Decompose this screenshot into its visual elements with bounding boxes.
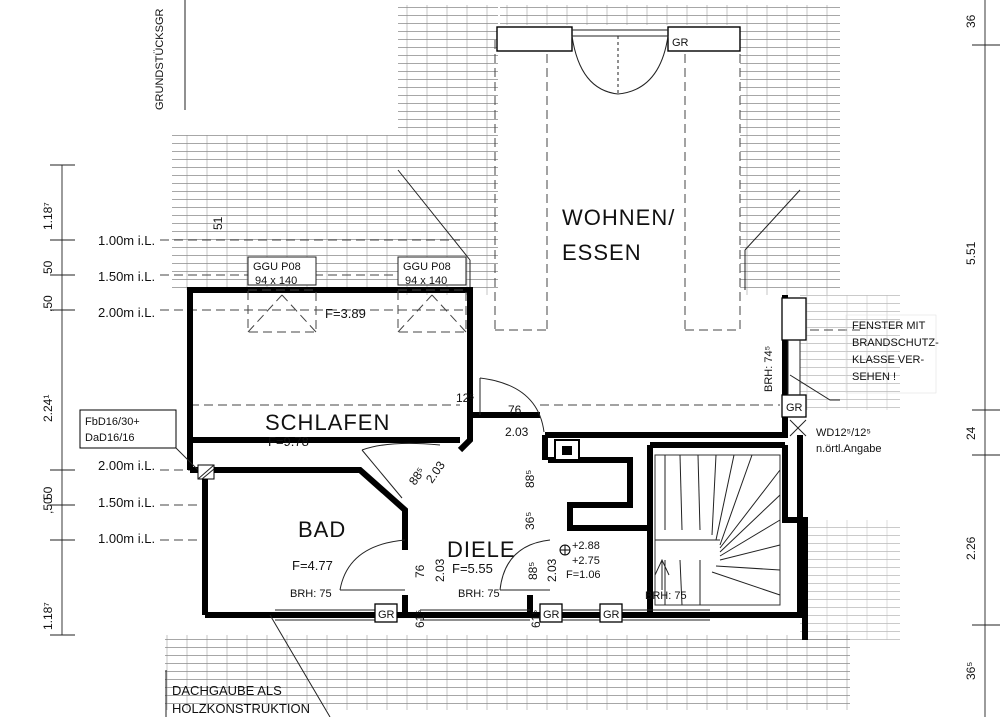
essen-label: ESSEN xyxy=(562,240,642,265)
bad-area: F=4.77 xyxy=(292,558,333,573)
brh-bad: BRH: 75 xyxy=(290,588,332,600)
dim-left-6: 50 xyxy=(41,486,55,500)
right-dimension-chain xyxy=(972,0,1000,717)
fire-rating-box xyxy=(79,409,177,449)
clear-height-100-bot: 1.00m i.L. xyxy=(98,531,155,546)
level-275: +2.75 xyxy=(572,555,600,567)
dim-inner-203a: 2.03 xyxy=(505,425,529,439)
dim-left-5: ,50 xyxy=(41,497,55,514)
f389-label: F=3.89 xyxy=(325,306,366,321)
dim-left-2: 50 xyxy=(41,260,55,274)
diele-area: F=5.55 xyxy=(452,561,493,576)
dim-left-3: ,50 xyxy=(41,295,55,312)
fenster-note-box xyxy=(845,314,937,394)
left-dimension-chain xyxy=(50,164,75,636)
fbd-label: FbD16/30+ xyxy=(85,416,140,428)
skylight-2 xyxy=(397,256,467,333)
brh-stair: BRH: 75 xyxy=(645,590,687,602)
brh-wohnen: BRH: 74⁵ xyxy=(763,346,775,392)
skylight-2-type: GGU P08 xyxy=(403,261,451,273)
dim-inner-203d: 2.03 xyxy=(545,558,559,582)
dachgaube-label-1: DACHGAUBE ALS xyxy=(172,683,282,698)
property-line-label: GRUNDSTÜCKSGR xyxy=(154,8,166,110)
dachgaube-label-2: HOLZKONSTRUKTION xyxy=(172,701,310,716)
wohnen-window xyxy=(781,297,807,437)
dim-right-4: 2.26 xyxy=(964,536,978,560)
roof-tiles xyxy=(165,5,900,710)
dim-inner-615a: 61⁵ xyxy=(413,610,427,628)
clear-height-200-top: 2.00m i.L. xyxy=(98,305,155,320)
staircase xyxy=(654,454,781,606)
roof-valleys xyxy=(397,169,801,290)
dim-right-5: 36⁵ xyxy=(964,662,978,680)
dim-left-1: 1.18⁷ xyxy=(41,202,55,230)
chimney xyxy=(554,439,580,461)
skylight-1 xyxy=(247,256,317,333)
skylight-2-size: 94 x 140 xyxy=(405,275,447,287)
dim-inner-885b: 88⁵ xyxy=(523,470,537,488)
dim-inner-76b: 76 xyxy=(413,564,427,578)
gr-top: GR xyxy=(672,37,689,49)
clear-height-100-top: 1.00m i.L. xyxy=(98,233,155,248)
top-wall xyxy=(496,26,741,95)
dim-left-7: 1.18⁷ xyxy=(41,602,55,630)
clear-height-200-bot: 2.00m i.L. xyxy=(98,458,155,473)
gr-stair: GR xyxy=(603,609,620,621)
clear-height-150-top: 1.50m i.L. xyxy=(98,269,155,284)
level-288: +2.88 xyxy=(572,540,600,552)
dim-inner-51: 51 xyxy=(211,216,225,230)
bad-label: BAD xyxy=(298,517,346,542)
dim-inner-76a: 76 xyxy=(508,403,522,417)
walls xyxy=(187,287,808,640)
schlafen-area: F=9.78 xyxy=(268,434,309,449)
gr-wohnen: GR xyxy=(786,402,803,414)
level-symbol xyxy=(559,544,571,556)
dim-right-2: 5.51 xyxy=(964,241,978,265)
fenster-note-4: SEHEN ! xyxy=(852,371,896,383)
bottom-windows xyxy=(275,603,710,623)
dachgaube-leader xyxy=(269,614,331,717)
skylight-1-type: GGU P08 xyxy=(253,261,301,273)
wd-label: WD12⁵/12⁵ xyxy=(816,427,871,439)
clear-height-150-bot: 1.50m i.L. xyxy=(98,495,155,510)
level-f106: F=1.06 xyxy=(566,569,601,581)
dim-inner-203b: 2.03 xyxy=(423,458,448,485)
diele-label: DIELE xyxy=(447,537,516,562)
dim-right-3: 24 xyxy=(964,426,978,440)
schlafen-label: SCHLAFEN xyxy=(265,410,390,435)
dim-inner-365: 36⁵ xyxy=(523,512,537,530)
gr-diele: GR xyxy=(543,609,560,621)
wohnen-label: WOHNEN/ xyxy=(562,205,675,230)
dim-inner-203c: 2.03 xyxy=(433,558,447,582)
dim-inner-885c: 88⁵ xyxy=(526,562,540,580)
dim-right-1: 36 xyxy=(964,14,978,28)
fenster-note-1: FENSTER MIT xyxy=(852,320,926,332)
dad-label: DaD16/16 xyxy=(85,432,135,444)
doors xyxy=(339,377,551,591)
fenster-note-3: KLASSE VER- xyxy=(852,354,924,366)
brh-diele: BRH: 75 xyxy=(458,588,500,600)
fenster-note-2: BRANDSCHUTZ- xyxy=(852,337,939,349)
dim-left-4: 2.24¹ xyxy=(41,395,55,422)
dim-inner-615b: 61⁵ xyxy=(529,610,543,628)
wd-note: n.örtl.Angabe xyxy=(816,443,881,455)
dim-inner-125: 12⁵ xyxy=(456,391,474,405)
gr-bad: GR xyxy=(378,609,395,621)
skylight-1-size: 94 x 140 xyxy=(255,275,297,287)
